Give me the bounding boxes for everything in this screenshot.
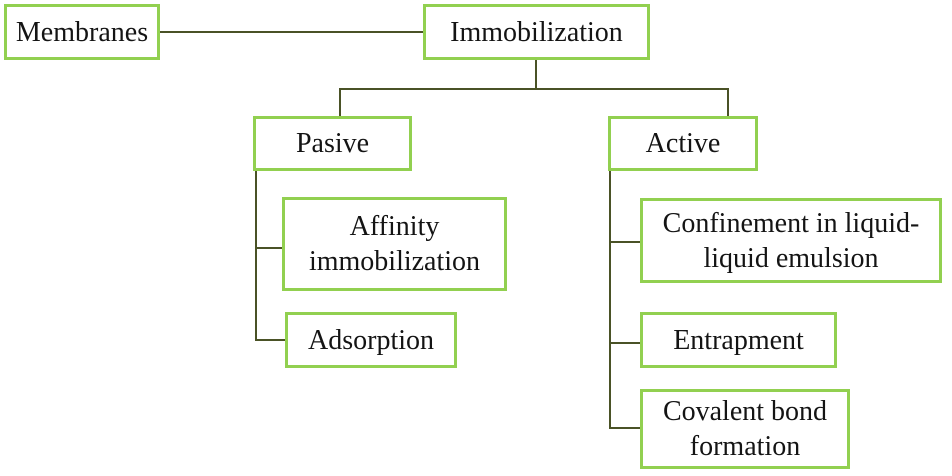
edge-drop-pasive [339, 88, 341, 117]
node-confinement-label: Confinement in liquid-liquid emulsion [662, 207, 920, 274]
node-pasive-label: Pasive [295, 128, 370, 159]
node-confinement-liquid-liquid-emulsion: Confinement in liquid-liquid emulsion [640, 198, 942, 283]
edge-immobilization-drop [535, 59, 537, 89]
node-covalent-bond-formation: Covalent bond formation [640, 389, 850, 469]
node-membranes-label: Membranes [15, 16, 149, 48]
edge-stub-covalent [609, 427, 641, 429]
edge-stub-entrapment [609, 342, 641, 344]
node-membranes: Membranes [4, 4, 160, 60]
edge-stub-adsorption [255, 339, 286, 341]
node-pasive: Pasive [253, 116, 412, 171]
node-adsorption-label: Adsorption [308, 324, 434, 356]
edge-drop-active [727, 88, 729, 117]
node-adsorption: Adsorption [285, 312, 457, 368]
node-immobilization: Immobilization [423, 4, 650, 60]
node-covalent-label: Covalent bond formation [662, 396, 828, 462]
edge-branch-bar [339, 88, 729, 90]
node-entrapment: Entrapment [640, 312, 837, 368]
node-affinity-immobilization: Affinity immobilization [282, 197, 507, 291]
edge-stub-confinement [609, 241, 641, 243]
edge-pasive-trunk [255, 170, 257, 341]
edge-stub-affinity [255, 247, 283, 249]
edge-membranes-immobilization [158, 31, 423, 33]
node-active: Active [608, 116, 758, 171]
node-immobilization-label: Immobilization [450, 16, 623, 48]
edge-active-trunk [609, 170, 611, 428]
node-active-label: Active [645, 128, 721, 159]
node-affinity-immobilization-label: Affinity immobilization [308, 211, 481, 277]
node-entrapment-label: Entrapment [673, 324, 804, 356]
